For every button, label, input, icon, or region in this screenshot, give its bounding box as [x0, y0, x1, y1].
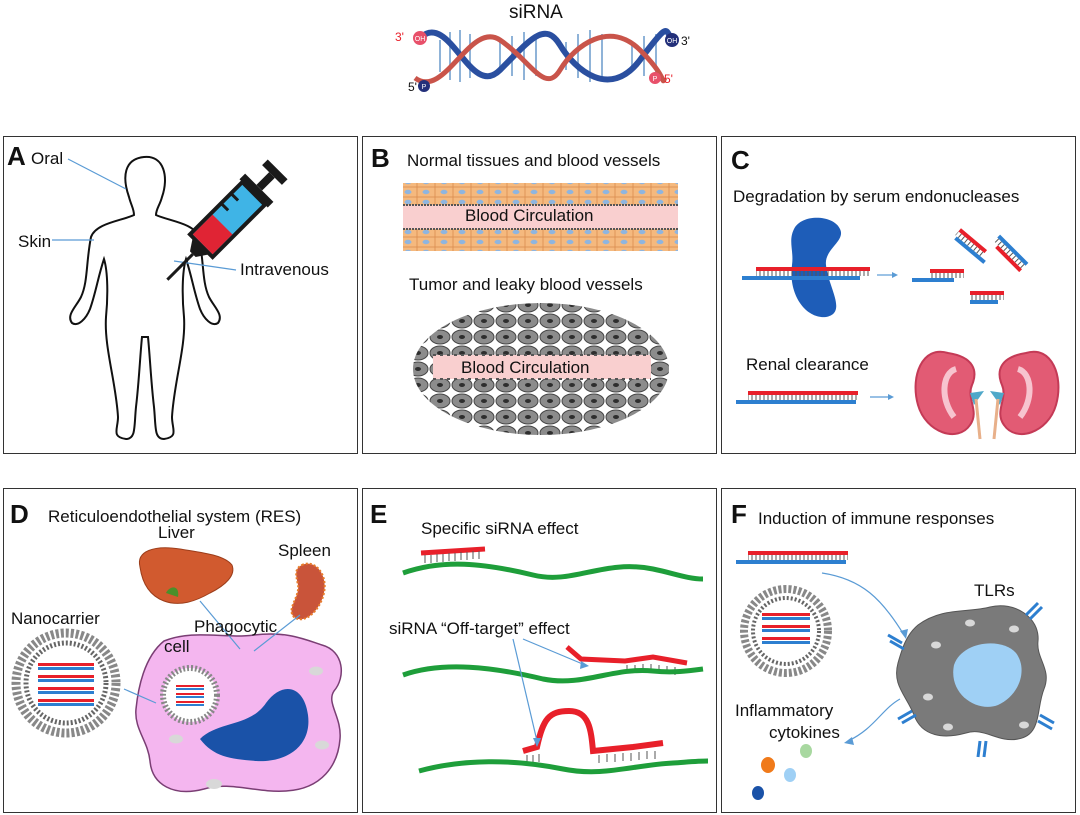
phagocytic-label: Phagocytic [194, 617, 278, 636]
cytokine-green [800, 744, 812, 758]
sirna-helix: OH P OH P [413, 28, 679, 92]
liver-label: Liver [158, 523, 195, 542]
intact-sirna-duplex [742, 267, 870, 280]
off-target-sirna-1 [565, 645, 688, 666]
helix-blue-strand [417, 28, 675, 83]
mrna-1 [402, 561, 704, 582]
cytokine-darkblue [752, 786, 764, 800]
tumor-vessels-title: Tumor and leaky blood vessels [409, 275, 643, 294]
specific-effect-label: Specific siRNA effect [421, 519, 579, 538]
cytokines-label-1: Inflammatory [735, 701, 834, 720]
p-tag-right: P [653, 76, 658, 83]
normal-vessel-wall-bottom [403, 229, 678, 251]
immune-nanocarrier-icon [740, 585, 832, 677]
p-5prime-left-marker [418, 80, 430, 92]
free-sirna-duplex [736, 551, 848, 564]
res-illustration [11, 547, 342, 793]
normal-vessel-wall-top [403, 183, 678, 205]
renal-sirna-duplex [736, 391, 858, 404]
syringe-icon [166, 159, 288, 281]
immune-illustration [736, 551, 1055, 800]
oh-tag-left: OH [415, 36, 426, 43]
helix-red-strand [413, 33, 668, 85]
normal-circulation-label: Blood Circulation [465, 206, 594, 225]
spleen-label: Spleen [278, 541, 331, 560]
internalized-nanocarrier-icon [160, 665, 220, 725]
tlr-receptors-icon [887, 601, 1055, 758]
degraded-fragment-4 [970, 291, 1004, 304]
immune-cell-nucleus-icon [953, 643, 1022, 707]
off-target-effect-label: siRNA “Off-target” effect [389, 619, 570, 638]
end-3prime-left: 3' [395, 30, 404, 44]
off-target-illustration [402, 546, 709, 775]
panel-e-letter: E [370, 499, 388, 529]
nanocarrier-icon [11, 628, 121, 738]
panel-d-letter: D [10, 499, 29, 529]
phagocytic-cell-label: cell [164, 637, 190, 656]
skin-label: Skin [18, 232, 52, 251]
end-3prime-right: 3' [681, 34, 690, 48]
intravenous-label: Intravenous [240, 260, 329, 279]
end-5prime-left: 5' [408, 80, 417, 94]
p-5prime-right-marker [649, 72, 661, 84]
panel-b-letter: B [371, 143, 390, 173]
panel-a-administration: A Oral Skin Intravenous [3, 136, 358, 454]
panel-f-letter: F [731, 499, 747, 529]
oh-3prime-right-marker [665, 33, 679, 47]
degraded-fragment-1 [912, 269, 964, 282]
off-target-sirna-2 [522, 707, 664, 755]
panel-b-blood-vessels: B Normal tissues and blood vessels Tumor… [362, 136, 717, 454]
liver-icon [139, 547, 234, 604]
panel-a-letter: A [7, 141, 26, 171]
normal-tissues-title: Normal tissues and blood vessels [407, 151, 661, 170]
normal-vessel-lumen [403, 205, 678, 229]
immune-title: Induction of immune responses [758, 509, 995, 528]
panel-c-letter: C [731, 145, 750, 175]
renal-clearance-title: Renal clearance [746, 355, 869, 374]
oh-3prime-left-marker [413, 31, 427, 45]
phagocytic-cell [135, 633, 342, 793]
end-5prime-right: 5' [664, 72, 673, 86]
panel-d-res: D Reticuloendothelial system (RES) Liver [3, 488, 358, 813]
oral-label: Oral [31, 149, 64, 168]
tumor-vessel-lumen [433, 355, 651, 379]
cytokine-orange [761, 757, 775, 773]
degradation-illustration [736, 217, 1060, 440]
p-tag-left: P [422, 84, 427, 91]
panel-c-degradation: C Degradation by serum endonucleases Ren… [721, 136, 1076, 454]
oh-tag-right: OH [667, 38, 678, 45]
sirna-title: siRNA [509, 2, 563, 23]
tlrs-label: TLRs [974, 581, 1015, 600]
spleen-icon [290, 562, 326, 621]
tumor-circulation-label: Blood Circulation [461, 358, 590, 377]
nanocarrier-label: Nanocarrier [11, 609, 100, 628]
degraded-fragment-2 [954, 228, 988, 264]
res-title: Reticuloendothelial system (RES) [48, 507, 302, 526]
panel-e-off-target: E Specific siRNA effect siRNA “Off-targe… [362, 488, 717, 813]
degradation-title: Degradation by serum endonucleases [733, 187, 1020, 206]
specific-sirna-strand [420, 546, 486, 556]
human-figure-icon [52, 155, 288, 441]
vessels-illustration [403, 183, 678, 435]
mrna-3 [418, 758, 709, 775]
degraded-fragment-3 [993, 234, 1029, 273]
cytokines-label-2: cytokines [769, 723, 840, 742]
panel-f-immune: F Induction of immune responses TLRs Inf… [721, 488, 1076, 813]
mrna-2 [402, 664, 704, 684]
nucleus-icon [200, 689, 309, 762]
cytokine-lightblue [784, 768, 796, 782]
